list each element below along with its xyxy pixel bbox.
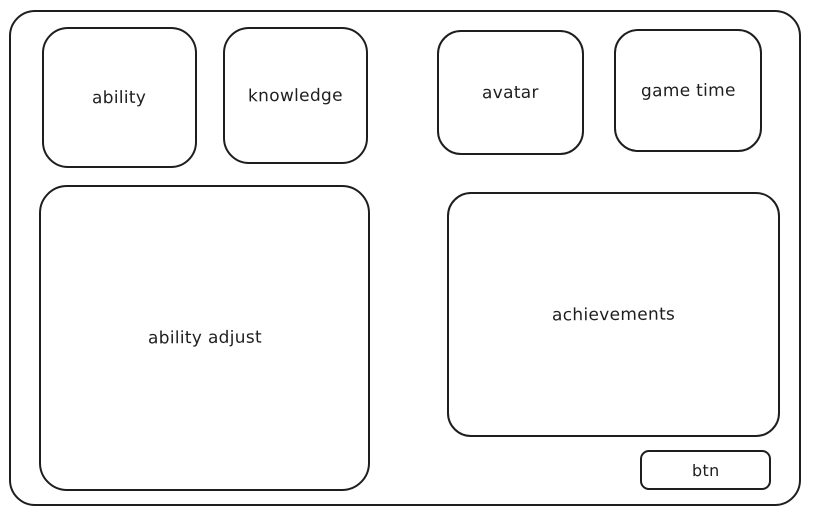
- ability-label: ability: [92, 87, 147, 108]
- avatar-label: avatar: [482, 82, 539, 103]
- game-time-label: game time: [640, 80, 736, 101]
- game-time-panel[interactable]: game time: [614, 29, 762, 152]
- achievements-label: achievements: [551, 304, 676, 325]
- avatar-panel[interactable]: avatar: [437, 30, 584, 155]
- app-frame: [9, 10, 801, 506]
- knowledge-panel[interactable]: knowledge: [223, 27, 368, 164]
- action-button[interactable]: btn: [640, 450, 771, 490]
- ability-panel[interactable]: ability: [42, 27, 197, 168]
- achievements-panel[interactable]: achievements: [447, 192, 780, 437]
- action-button-label: btn: [691, 460, 720, 480]
- ability-adjust-label: ability adjust: [147, 327, 262, 349]
- knowledge-label: knowledge: [247, 85, 343, 106]
- ability-adjust-panel[interactable]: ability adjust: [39, 185, 370, 491]
